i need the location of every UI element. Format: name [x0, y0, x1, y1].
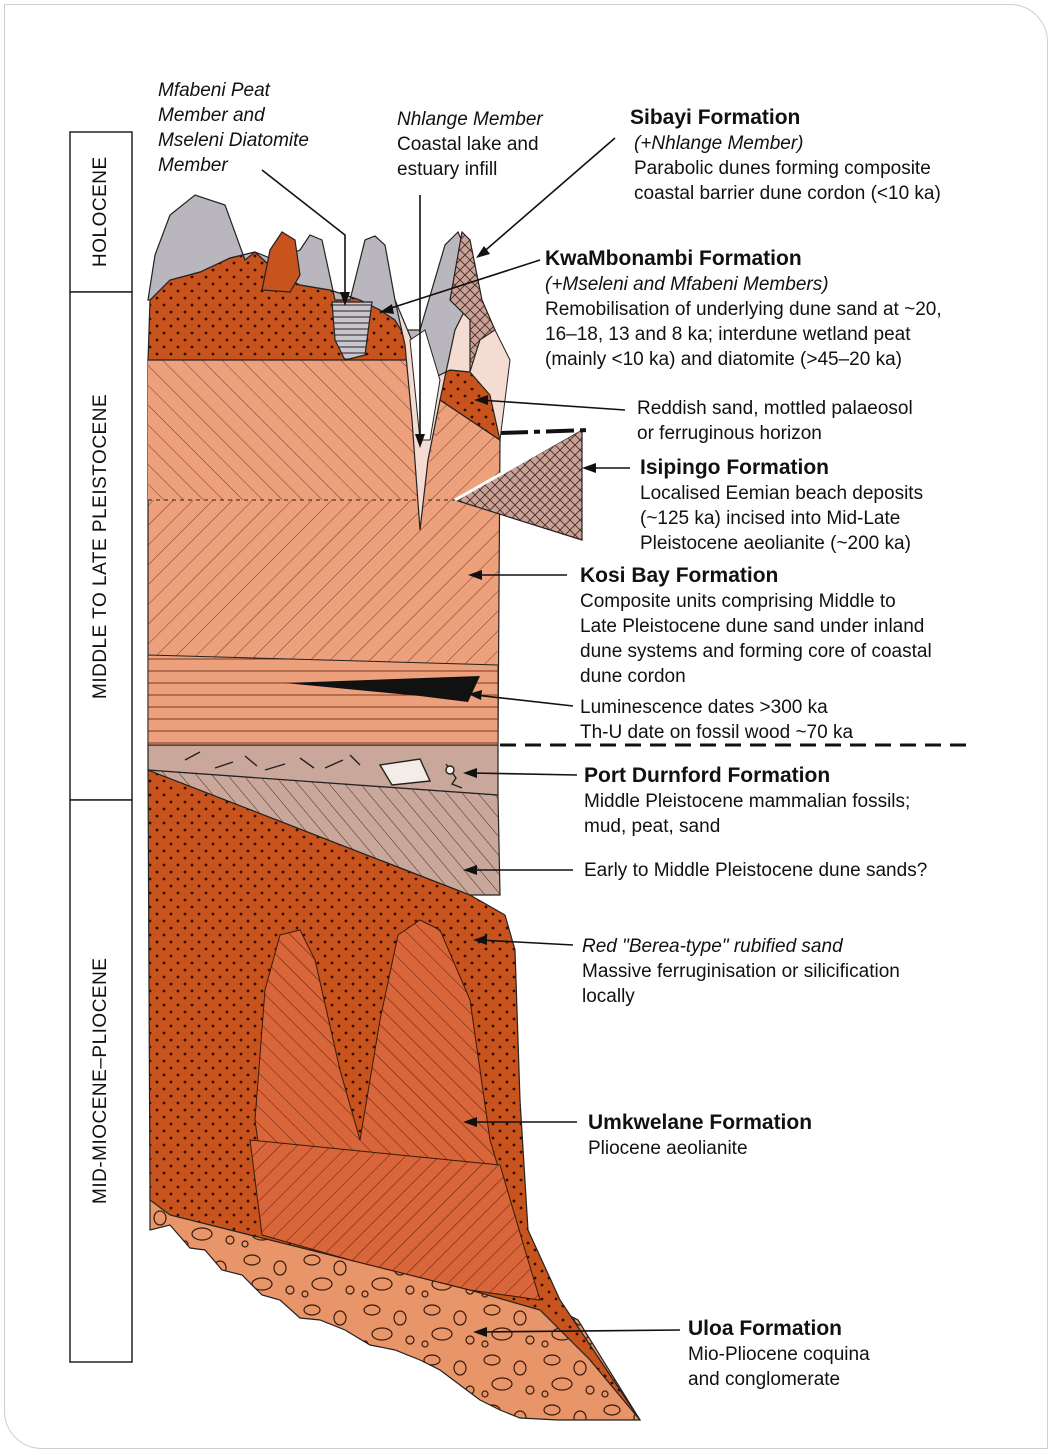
nhlange-line: estuary infill — [397, 157, 543, 182]
isipingo-desc: Localised Eemian beach deposits — [640, 481, 923, 506]
port-durnford-desc: Middle Pleistocene mammalian fossils; — [584, 789, 910, 814]
isipingo-desc: Pleistocene aeolianite (~200 ka) — [640, 531, 923, 556]
port-durnford-name: Port Durnford Formation — [584, 763, 910, 789]
luminescence-line: Luminescence dates >300 ka — [580, 695, 853, 720]
isipingo-name: Isipingo Formation — [640, 455, 923, 481]
mfabeni-line: Mseleni Diatomite — [158, 128, 309, 153]
kwambonambi-name: KwaMbonambi Formation — [545, 246, 942, 272]
reddish-line: Reddish sand, mottled palaeosol — [637, 396, 913, 421]
port-durnford-label: Port Durnford Formation Middle Pleistoce… — [584, 763, 910, 839]
epoch-label-middle-late: MIDDLE TO LATE PLEISTOCENE — [90, 292, 112, 800]
port-durnford-desc: mud, peat, sand — [584, 814, 910, 839]
luminescence-line: Th-U date on fossil wood ~70 ka — [580, 720, 853, 745]
nhlange-line: Coastal lake and — [397, 132, 543, 157]
kwambonambi-desc: 16–18, 13 and 8 ka; interdune wetland pe… — [545, 322, 942, 347]
kwambonambi-desc: (mainly <10 ka) and diatomite (>45–20 ka… — [545, 347, 942, 372]
uloa-desc: Mio-Pliocene coquina — [688, 1342, 870, 1367]
nhlange-title: Nhlange Member — [397, 107, 543, 132]
mfabeni-line: Member — [158, 153, 309, 178]
berea-desc: Massive ferruginisation or silicificatio… — [582, 959, 900, 984]
mfabeni-line: Mfabeni Peat — [158, 78, 309, 103]
sibayi-desc: Parabolic dunes forming composite — [634, 156, 941, 181]
kwambonambi-desc: Remobilisation of underlying dune sand a… — [545, 297, 942, 322]
reddish-label: Reddish sand, mottled palaeosol or ferru… — [637, 396, 913, 446]
uloa-desc: and conglomerate — [688, 1367, 870, 1392]
isipingo-label: Isipingo Formation Localised Eemian beac… — [640, 455, 923, 556]
kwambonambi-sub: (+Mseleni and Mfabeni Members) — [545, 272, 942, 297]
umkwelane-name: Umkwelane Formation — [588, 1110, 812, 1136]
mfabeni-line: Member and — [158, 103, 309, 128]
berea-label: Red "Berea-type" rubified sand Massive f… — [582, 934, 900, 1009]
reddish-line: or ferruginous horizon — [637, 421, 913, 446]
early-middle-label: Early to Middle Pleistocene dune sands? — [584, 858, 927, 883]
uloa-name: Uloa Formation — [688, 1316, 870, 1342]
kosi-bay-upper-set — [148, 360, 440, 500]
sibayi-name: Sibayi Formation — [630, 105, 941, 131]
uloa-label: Uloa Formation Mio-Pliocene coquina and … — [688, 1316, 870, 1392]
berea-title: Red "Berea-type" rubified sand — [582, 934, 900, 959]
kosi-bay-name: Kosi Bay Formation — [580, 563, 932, 589]
kosi-bay-horizontal-set — [148, 655, 498, 745]
epoch-label-holocene: HOLOCENE — [90, 132, 112, 292]
kosi-bay-desc: dune systems and forming core of coastal — [580, 639, 932, 664]
isipingo-desc: (~125 ka) incised into Mid-Late — [640, 506, 923, 531]
umkwelane-desc: Pliocene aeolianite — [588, 1136, 812, 1161]
sibayi-label: Sibayi Formation (+Nhlange Member) Parab… — [630, 105, 941, 206]
kosi-bay-label: Kosi Bay Formation Composite units compr… — [580, 563, 932, 689]
mfabeni-label: Mfabeni Peat Member and Mseleni Diatomit… — [158, 78, 309, 178]
red-dune-crest — [262, 232, 300, 292]
kosi-bay-desc: Composite units comprising Middle to — [580, 589, 932, 614]
umkwelane-label: Umkwelane Formation Pliocene aeolianite — [588, 1110, 812, 1161]
berea-desc: locally — [582, 984, 900, 1009]
kosi-bay-desc: dune cordon — [580, 664, 932, 689]
kwambonambi-label: KwaMbonambi Formation (+Mseleni and Mfab… — [545, 246, 942, 372]
luminescence-label: Luminescence dates >300 ka Th-U date on … — [580, 695, 853, 745]
kosi-bay-desc: Late Pleistocene dune sand under inland — [580, 614, 932, 639]
nhlange-label: Nhlange Member Coastal lake and estuary … — [397, 107, 543, 182]
sibayi-desc: coastal barrier dune cordon (<10 ka) — [634, 181, 941, 206]
epoch-label-mid-miocene: MID-MIOCENE–PLIOCENE — [90, 800, 112, 1362]
sibayi-sub: (+Nhlange Member) — [634, 131, 941, 156]
